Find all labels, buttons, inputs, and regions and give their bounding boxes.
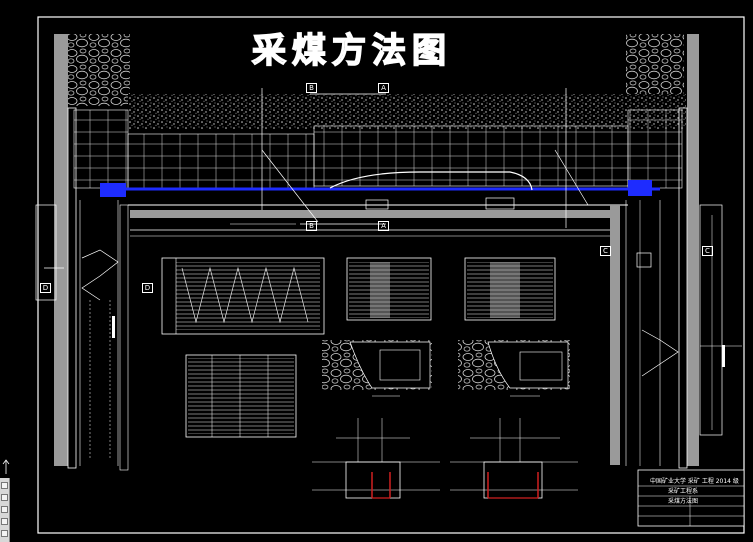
- gravel-stratum: [128, 94, 686, 129]
- face-section-2: [458, 340, 570, 397]
- left-shaft: [35, 34, 129, 471]
- face-support-grid: [73, 109, 683, 191]
- section-label-c-left: C: [600, 246, 611, 256]
- face-section-1: [322, 340, 432, 397]
- section-label-d-left: D: [40, 283, 51, 293]
- title-block-department: 采矿工程系: [668, 488, 699, 495]
- title-block: [637, 469, 745, 527]
- section-label-c-right: C: [702, 246, 713, 256]
- palette-tool-icon[interactable]: [1, 530, 8, 537]
- palette-tool-icon[interactable]: [1, 494, 8, 501]
- ucs-axis-icon: [2, 459, 10, 474]
- title-block-school: 中国矿业大学 采矿 工程 2014 级: [650, 478, 739, 485]
- drawing-title: 采煤方法图: [251, 30, 452, 72]
- section-label-d-right: D: [142, 283, 153, 293]
- palette-tool-icon[interactable]: [1, 518, 8, 525]
- title-block-drawing-name: 采煤方法图: [668, 498, 699, 505]
- section-cut-lines: [261, 88, 589, 228]
- blue-conveyor: [100, 171, 660, 210]
- section-label-a-top: A: [378, 83, 389, 93]
- section-label-a-bottom: A: [378, 221, 389, 231]
- roadway-section-2: [450, 418, 578, 499]
- section-label-b-bottom: B: [306, 221, 317, 231]
- schedule-chart: [161, 257, 325, 335]
- tool-palette[interactable]: [0, 478, 10, 542]
- roadway-section-1: [312, 418, 440, 499]
- drawing-frame: [37, 16, 745, 534]
- section-label-b-top: B: [306, 83, 317, 93]
- parameter-table-2: [464, 257, 556, 321]
- palette-tool-icon[interactable]: [1, 506, 8, 513]
- palette-tool-icon[interactable]: [1, 482, 8, 489]
- technical-table: [185, 354, 297, 438]
- gateway-roadway: [128, 204, 628, 465]
- parameter-table-1: [346, 257, 432, 321]
- rock-stratum-left: [68, 34, 130, 106]
- right-shaft: [625, 34, 742, 469]
